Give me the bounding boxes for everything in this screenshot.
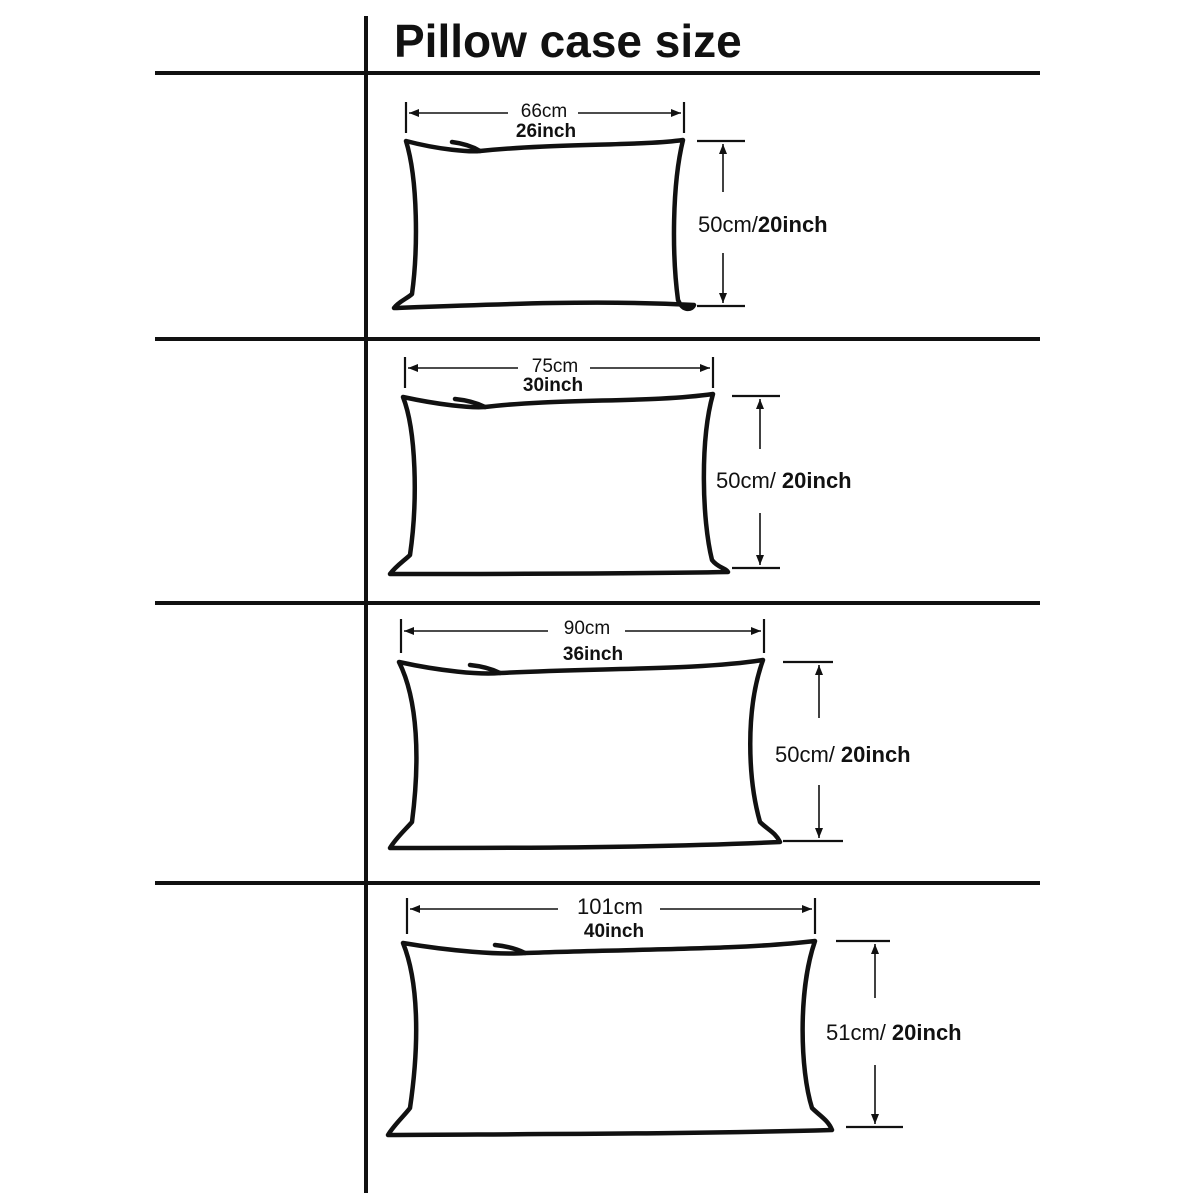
height-label: 50cm/20inch — [698, 212, 828, 237]
pillow-size-4: 101cm 40inch 51cm/20inch — [385, 894, 962, 1138]
pillow-outline — [387, 657, 783, 851]
pillow-outline — [387, 391, 731, 577]
height-label: 50cm/20inch — [716, 468, 852, 493]
height-label: 50cm/20inch — [775, 742, 911, 767]
width-inch-label: 40inch — [584, 921, 644, 942]
width-cm-label: 66cm — [521, 101, 567, 122]
width-inch-label: 26inch — [516, 121, 576, 142]
width-inch-label: 36inch — [563, 644, 623, 665]
pillow-size-3: 90cm 36inch 50cm/20inch — [387, 618, 911, 851]
pillow-size-1: 66cm 26inch 50cm/20inch — [391, 101, 828, 312]
width-cm-label: 75cm — [532, 356, 578, 377]
width-inch-label: 30inch — [523, 375, 583, 396]
pillow-size-2: 75cm 30inch 50cm/20inch — [387, 356, 852, 577]
pillow-outline — [391, 137, 697, 312]
pillow-outline — [385, 938, 835, 1138]
diagram-title: Pillow case size — [394, 15, 742, 67]
width-cm-label: 90cm — [564, 618, 610, 639]
width-cm-label: 101cm — [577, 894, 643, 919]
height-label: 51cm/20inch — [826, 1020, 962, 1045]
